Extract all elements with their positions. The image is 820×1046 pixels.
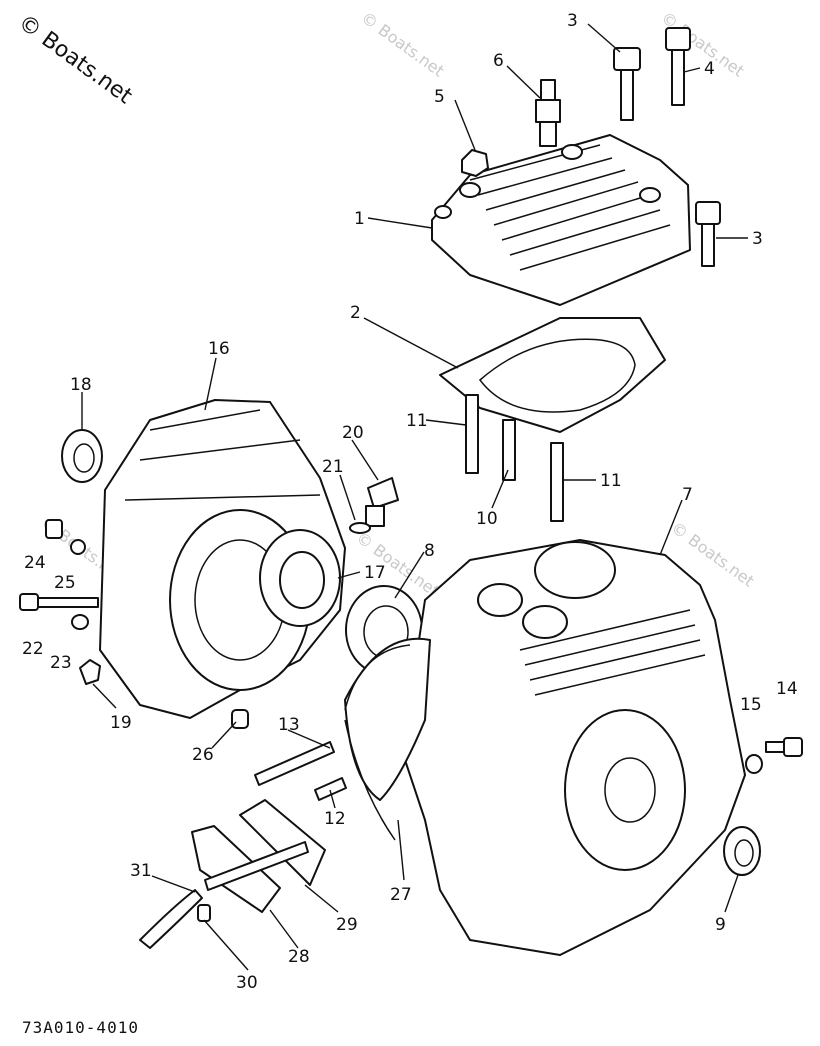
callout-13: 13 [278,715,300,735]
callout-1: 1 [354,209,365,229]
callout-24: 24 [24,553,46,573]
callout-11: 11 [600,471,622,491]
drain-plug [349,477,399,534]
callout-6: 6 [493,51,504,71]
callout-labels: 3 4 3 5 6 1 2 11 11 10 7 8 16 18 20 21 1… [22,11,798,993]
callout-9: 9 [715,915,726,935]
callout-31: 31 [130,861,152,881]
head-bolts [613,27,721,267]
cylinder-studs [465,394,564,522]
dowel-pin [231,709,249,729]
crankcase-gasket [344,644,411,841]
cover-fasteners [19,519,101,685]
callout-4: 4 [704,59,715,79]
head-gasket [439,317,666,433]
spark-plug-and-nut [461,79,561,177]
callout-14: 14 [776,679,798,699]
callout-7: 7 [682,485,693,505]
diagram-code: 73A010-4010 [22,1018,139,1037]
callout-5: 5 [434,87,445,107]
callout-18: 18 [70,375,92,395]
cover-bearing [259,529,341,627]
callout-22: 22 [22,639,44,659]
crankcase [344,539,746,956]
callout-16: 16 [208,339,230,359]
callout-30: 30 [236,973,258,993]
callout-20: 20 [342,423,364,443]
callout-10: 10 [476,509,498,529]
watermark-overlay: © Boats.net [358,8,448,81]
callout-12: 12 [324,809,346,829]
callout-23: 23 [50,653,72,673]
callout-3: 3 [567,11,578,31]
callout-11: 11 [406,411,428,431]
callout-26: 26 [192,745,214,765]
callout-29: 29 [336,915,358,935]
breather-assembly [139,799,326,949]
leader-lines [81,23,748,971]
callout-8: 8 [424,541,435,561]
callout-25: 25 [54,573,76,593]
crankcase-studs [254,741,347,801]
callout-15: 15 [740,695,762,715]
callout-3: 3 [752,229,763,249]
callout-17: 17 [364,563,386,583]
callout-2: 2 [350,303,361,323]
callout-27: 27 [390,885,412,905]
right-bolt-washer [745,737,803,774]
callout-19: 19 [110,713,132,733]
cylinder-head [431,134,691,306]
callout-21: 21 [322,457,344,477]
callout-28: 28 [288,947,310,967]
